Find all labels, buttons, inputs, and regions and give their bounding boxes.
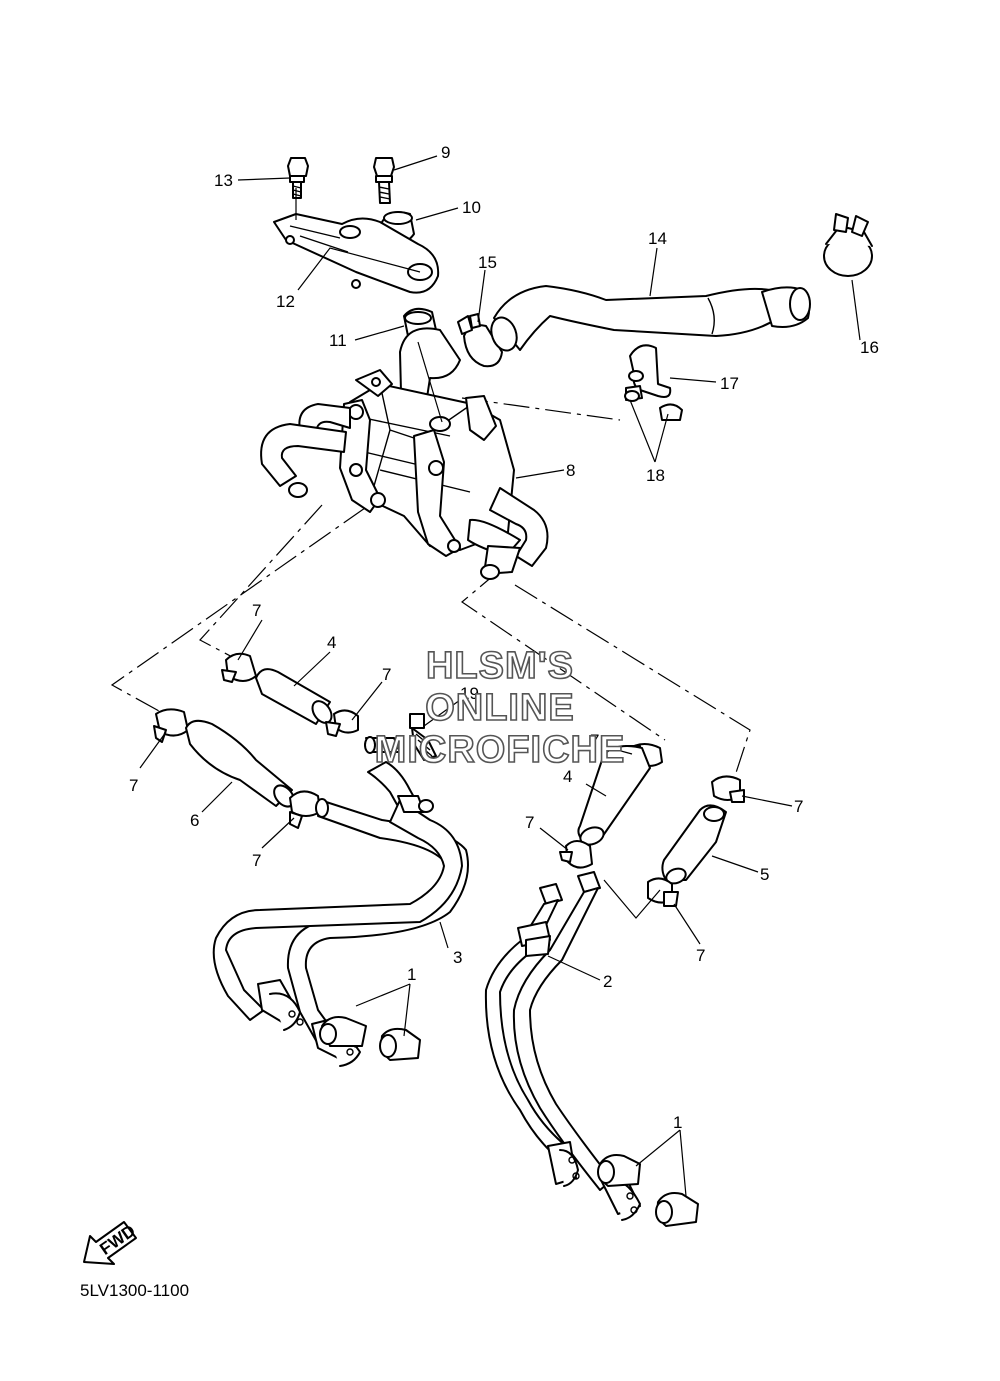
- hose-17: [628, 344, 672, 398]
- callout-12: 12: [276, 292, 295, 311]
- bolt-9: [373, 157, 395, 204]
- callout-9: 9: [441, 143, 450, 162]
- callout-16: 16: [860, 338, 879, 357]
- cap-1-right: [597, 1154, 699, 1227]
- callout-7: 7: [525, 813, 534, 832]
- clamp-16: [823, 213, 873, 277]
- clamp-7-left-c: [153, 708, 189, 743]
- watermark-line-1: HLSM'S: [426, 645, 574, 687]
- callout-13: 13: [214, 171, 233, 190]
- callout-1: 1: [407, 965, 416, 984]
- callout-19: 19: [460, 684, 479, 703]
- watermark: HLSM'S ONLINE MICROFICHE: [374, 644, 626, 772]
- fwd-arrow-icon: FWD: [83, 1221, 139, 1265]
- callout-7: 7: [590, 731, 599, 750]
- callout-18: 18: [646, 466, 665, 485]
- hose-4-left: [255, 668, 333, 725]
- callout-7: 7: [382, 665, 391, 684]
- callout-4: 4: [327, 633, 336, 652]
- callout-15: 15: [478, 253, 497, 272]
- callout-3: 3: [453, 948, 462, 967]
- callout-14: 14: [648, 229, 667, 248]
- pipe-2: [484, 871, 641, 1221]
- leader-lines: [139, 155, 861, 1197]
- hose-5: [661, 804, 727, 885]
- air-cut-valve-8: [260, 327, 549, 580]
- cap-1-left: [319, 1016, 421, 1061]
- hose-4-right: [577, 745, 651, 846]
- bolt-13: [287, 157, 309, 199]
- callout-11: 11: [329, 331, 347, 350]
- hose-14: [490, 285, 811, 352]
- callout-7: 7: [794, 797, 803, 816]
- clamp-7-left-b: [325, 709, 359, 737]
- clamp-7-right-c: [711, 775, 745, 803]
- callout-7: 7: [252, 851, 261, 870]
- callout-7: 7: [252, 601, 261, 620]
- callout-numbers: 13 9 10 12 11 15 14 16 17 18 8 7 4 7 19 …: [129, 143, 879, 1132]
- callout-1: 1: [673, 1113, 682, 1132]
- callout-5: 5: [760, 865, 769, 884]
- bracket-12: [273, 213, 440, 294]
- diagram-code: 5LV1300-1100: [80, 1281, 190, 1300]
- watermark-line-2: ONLINE: [425, 687, 575, 729]
- callout-7: 7: [129, 776, 138, 795]
- clamp-18: [624, 385, 683, 421]
- pipe-3: [212, 736, 469, 1067]
- callout-8: 8: [566, 461, 575, 480]
- clamp-15: [457, 313, 503, 368]
- callout-2: 2: [603, 972, 612, 991]
- callout-17: 17: [720, 374, 739, 393]
- clamp-7-left-d: [289, 790, 321, 829]
- callout-10: 10: [462, 198, 481, 217]
- callout-4: 4: [563, 767, 572, 786]
- clamp-7-left-a: [221, 652, 257, 683]
- guide-lines: [110, 397, 751, 786]
- callout-7: 7: [696, 946, 705, 965]
- callout-6: 6: [190, 811, 199, 830]
- bolt-19: [409, 713, 437, 761]
- clamp-7-right-b: [559, 840, 593, 869]
- hose-6: [185, 719, 295, 808]
- watermark-line-3: MICROFICHE: [375, 729, 626, 771]
